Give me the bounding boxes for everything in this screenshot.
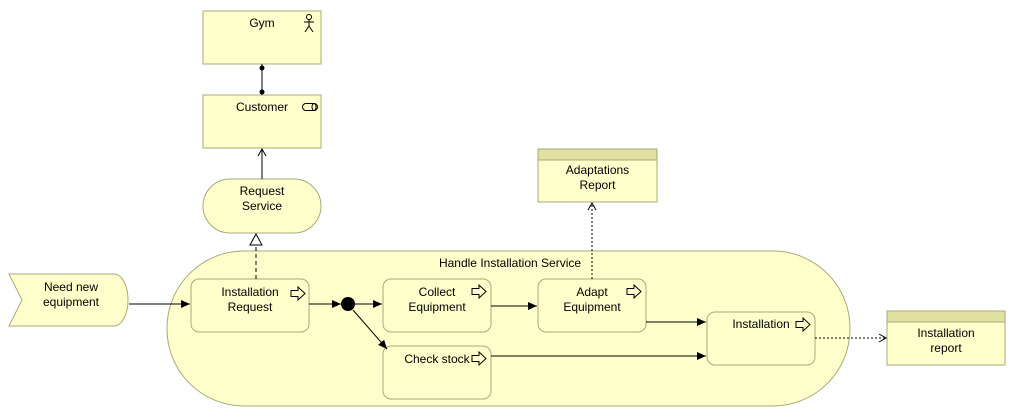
gym-label: Gym (249, 16, 275, 30)
process-arrow-icon (471, 350, 487, 367)
role-icon (302, 103, 318, 111)
installation-report-header (886, 310, 1006, 323)
customer-box[interactable] (202, 94, 322, 149)
process-arrow-icon (471, 283, 487, 300)
need-new-equipment-shape[interactable] (8, 273, 129, 327)
adaptations-report-label: Adaptations Report (565, 163, 630, 192)
installation-request-label: Installation Request (221, 285, 279, 314)
assignment-end-dot (259, 89, 265, 95)
installation-request-box[interactable] (190, 278, 310, 333)
handle-installation-service-label: Handle Installation Service (438, 256, 582, 270)
process-arrow-icon (626, 283, 642, 300)
need-new-equipment-label: Need new equipment (42, 280, 100, 309)
handle-installation-service-shape[interactable] (166, 250, 851, 407)
check-stock-label: Check stock (404, 352, 470, 366)
junction[interactable] (341, 297, 355, 311)
collect-equipment-label: Collect Equipment (408, 285, 466, 314)
gym-box[interactable] (202, 10, 322, 65)
adaptations-report-header (537, 148, 658, 161)
installation-label: Installation (732, 317, 790, 331)
realization-head (249, 232, 263, 246)
request-service-label: Request Service (239, 184, 285, 213)
installation-report-label: Installation report (917, 326, 975, 355)
trigger-junction-check-stock[interactable] (352, 309, 388, 350)
assignment-end-dot (259, 65, 265, 71)
check-stock-box[interactable] (382, 345, 492, 400)
actor-icon (304, 14, 314, 33)
process-arrow-icon (795, 316, 811, 333)
process-arrow-icon (290, 285, 306, 302)
customer-label: Customer (235, 100, 288, 114)
adapt-equipment-label: Adapt Equipment (563, 285, 621, 314)
